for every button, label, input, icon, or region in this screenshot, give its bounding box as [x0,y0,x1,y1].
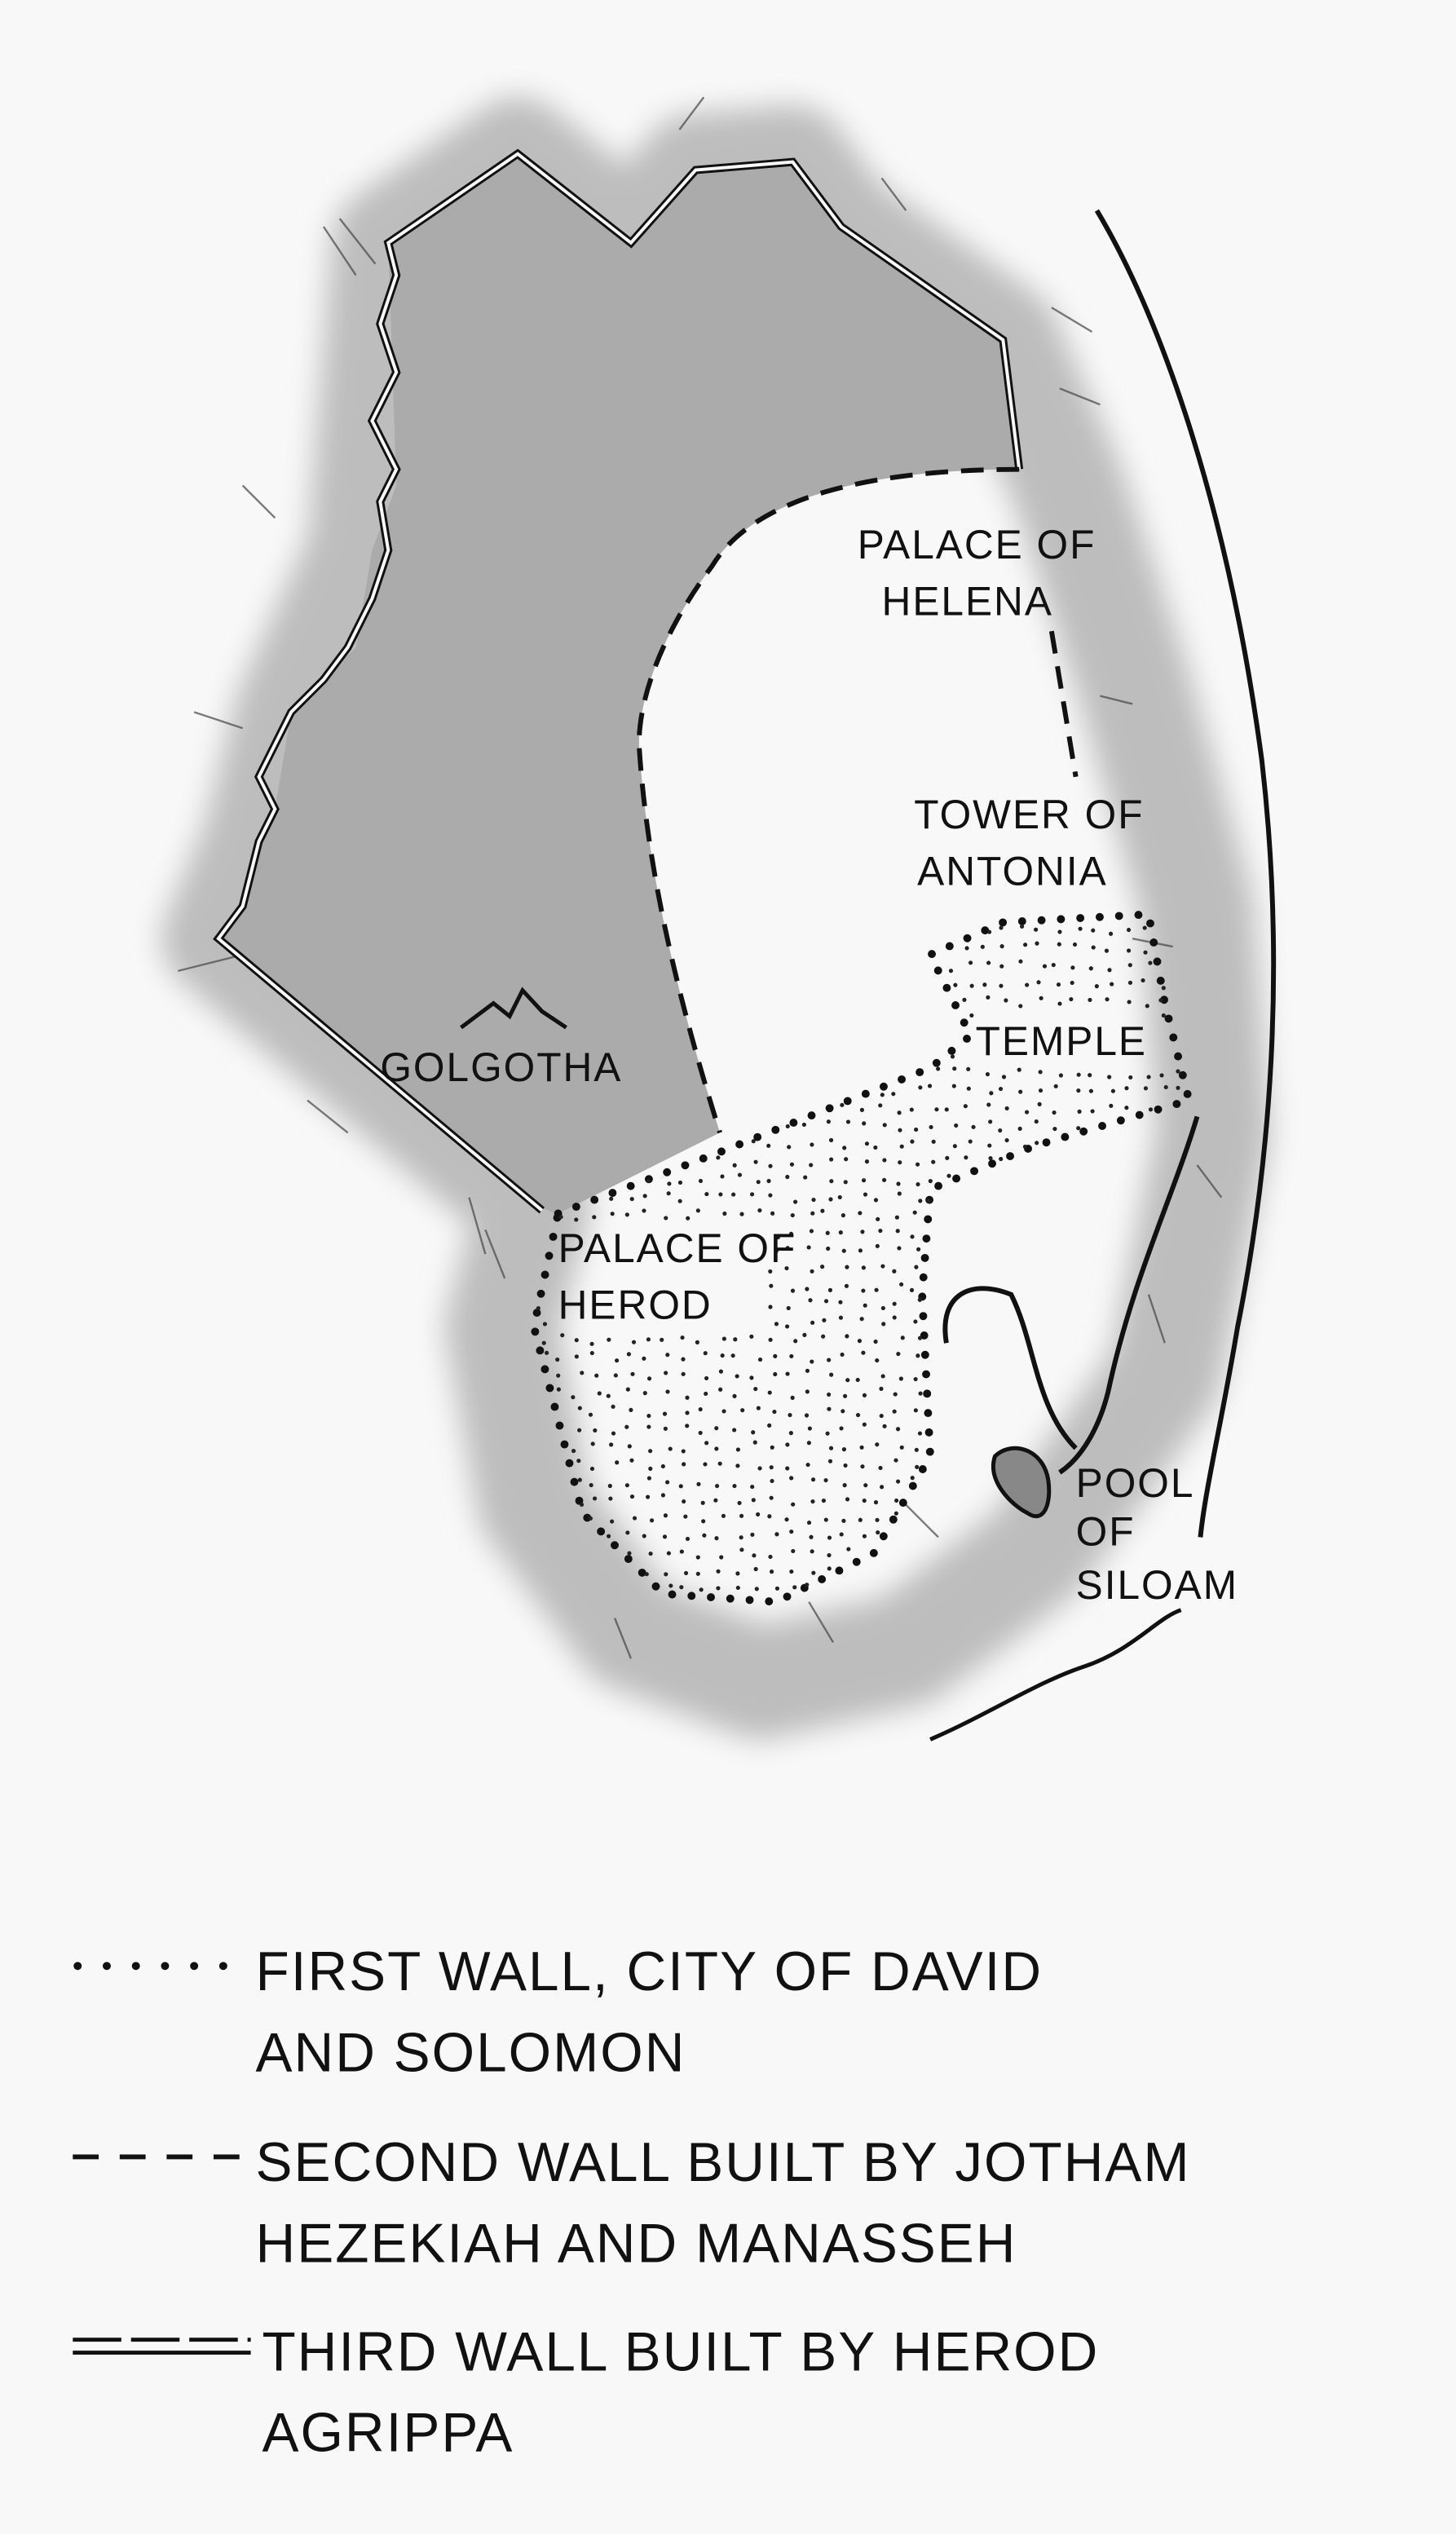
kidron-valley-line [1094,209,1277,1538]
label-pool-of-siloam: POOL OF SILOAM [1076,1460,1238,1608]
legend-item-third-wall: THIRD WALL BUILT BY HEROD AGRIPPA [73,2321,1116,2464]
label-tower-of-antonia: TOWER OF ANTONIA [914,792,1157,894]
terrain-fringe [161,97,1270,1740]
legend-text: THIRD WALL BUILT BY HEROD AGRIPPA [262,2321,1116,2463]
legend: FIRST WALL, CITY OF DAVID AND SOLOMON SE… [73,1941,1208,2464]
legend-item-second-wall: SECOND WALL BUILT BY JOTHAM HEZEKIAH AND… [73,2132,1208,2274]
second-wall [636,466,1079,1134]
pool-of-siloam-shape [991,1446,1052,1519]
shaded-new-city [218,153,1020,1214]
label-temple: TEMPLE [976,1018,1147,1064]
label-palace-of-helena: PALACE OF HELENA [858,522,1109,624]
label-palace-of-herod: PALACE OF HEROD [558,1225,810,1327]
stream-line [929,1608,1182,1742]
legend-text: SECOND WALL BUILT BY JOTHAM HEZEKIAH AND… [256,2132,1208,2274]
third-wall [213,148,1024,1214]
first-wall-stipple [536,924,1180,1592]
legend-item-first-wall: FIRST WALL, CITY OF DAVID AND SOLOMON [73,1941,1060,2083]
legend-text: FIRST WALL, CITY OF DAVID AND SOLOMON [256,1941,1060,2083]
label-golgotha: GOLGOTHA [380,1044,622,1090]
golgotha-hill-icon [460,987,567,1030]
tyropoeon-valley-line [942,1115,1200,1475]
